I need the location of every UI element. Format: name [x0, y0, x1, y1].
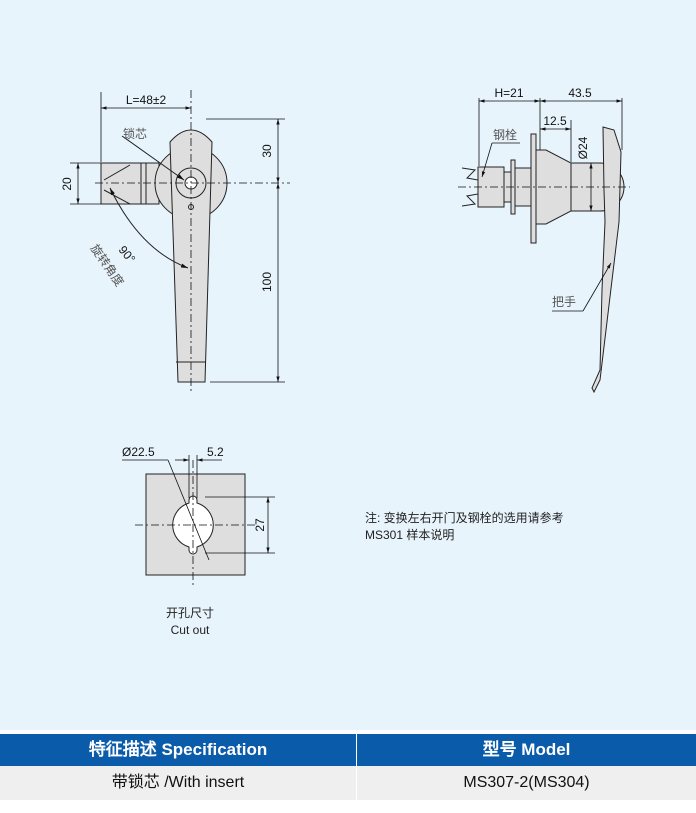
- cutout-view: [145, 473, 246, 576]
- dim-43-5: 43.5: [568, 86, 592, 100]
- angle-label: 90°: [116, 243, 139, 266]
- dim-30: 30: [260, 144, 274, 158]
- note: 注: 变换左右开门及钢栓的选用请参考 MS301 样本说明: [365, 510, 564, 544]
- table-header: 特征描述 Specification 型号 Model: [0, 734, 696, 766]
- side-view: [461, 126, 625, 394]
- dim-dia24: Ø24: [576, 136, 590, 159]
- dim-H: H=21: [494, 86, 523, 100]
- drawing-canvas: L=48±2 20 30 100 锁芯 90° 旋转角度 H=21 43.5 1…: [0, 0, 696, 730]
- dim-12-5: 12.5: [543, 114, 567, 128]
- cutout-caption: 开孔尺寸 Cut out: [140, 605, 240, 639]
- dim-27: 27: [253, 518, 267, 532]
- header-specification: 特征描述 Specification: [0, 734, 357, 766]
- header-model: 型号 Model: [357, 734, 696, 766]
- note-line-1: 注: 变换左右开门及钢栓的选用请参考: [365, 511, 564, 525]
- label-bolt: 钢栓: [493, 127, 517, 142]
- note-line-2: MS301 样本说明: [365, 528, 455, 542]
- label-lock-core: 锁芯: [123, 126, 147, 141]
- cell-specification: 带锁芯 /With insert: [0, 766, 357, 800]
- dim-20: 20: [60, 177, 74, 191]
- cutout-label-cn: 开孔尺寸: [165, 606, 214, 620]
- handle-lever: [591, 126, 622, 394]
- cutout-label-en: Cut out: [170, 623, 210, 637]
- label-handle: 把手: [552, 295, 576, 309]
- dim-100: 100: [260, 272, 274, 292]
- bolt-body: [100, 162, 160, 205]
- dim-5-2: 5.2: [207, 445, 224, 459]
- table-row: 带锁芯 /With insert MS307-2(MS304): [0, 766, 696, 800]
- dim-L: L=48±2: [126, 93, 167, 107]
- dim-cutout-dia: Ø22.5: [122, 445, 155, 459]
- technical-drawing: L=48±2 20 30 100 锁芯 90° 旋转角度 H=21 43.5 1…: [60, 86, 630, 585]
- cell-model: MS307-2(MS304): [357, 766, 696, 800]
- spec-table: 特征描述 Specification 型号 Model 带锁芯 /With in…: [0, 734, 696, 800]
